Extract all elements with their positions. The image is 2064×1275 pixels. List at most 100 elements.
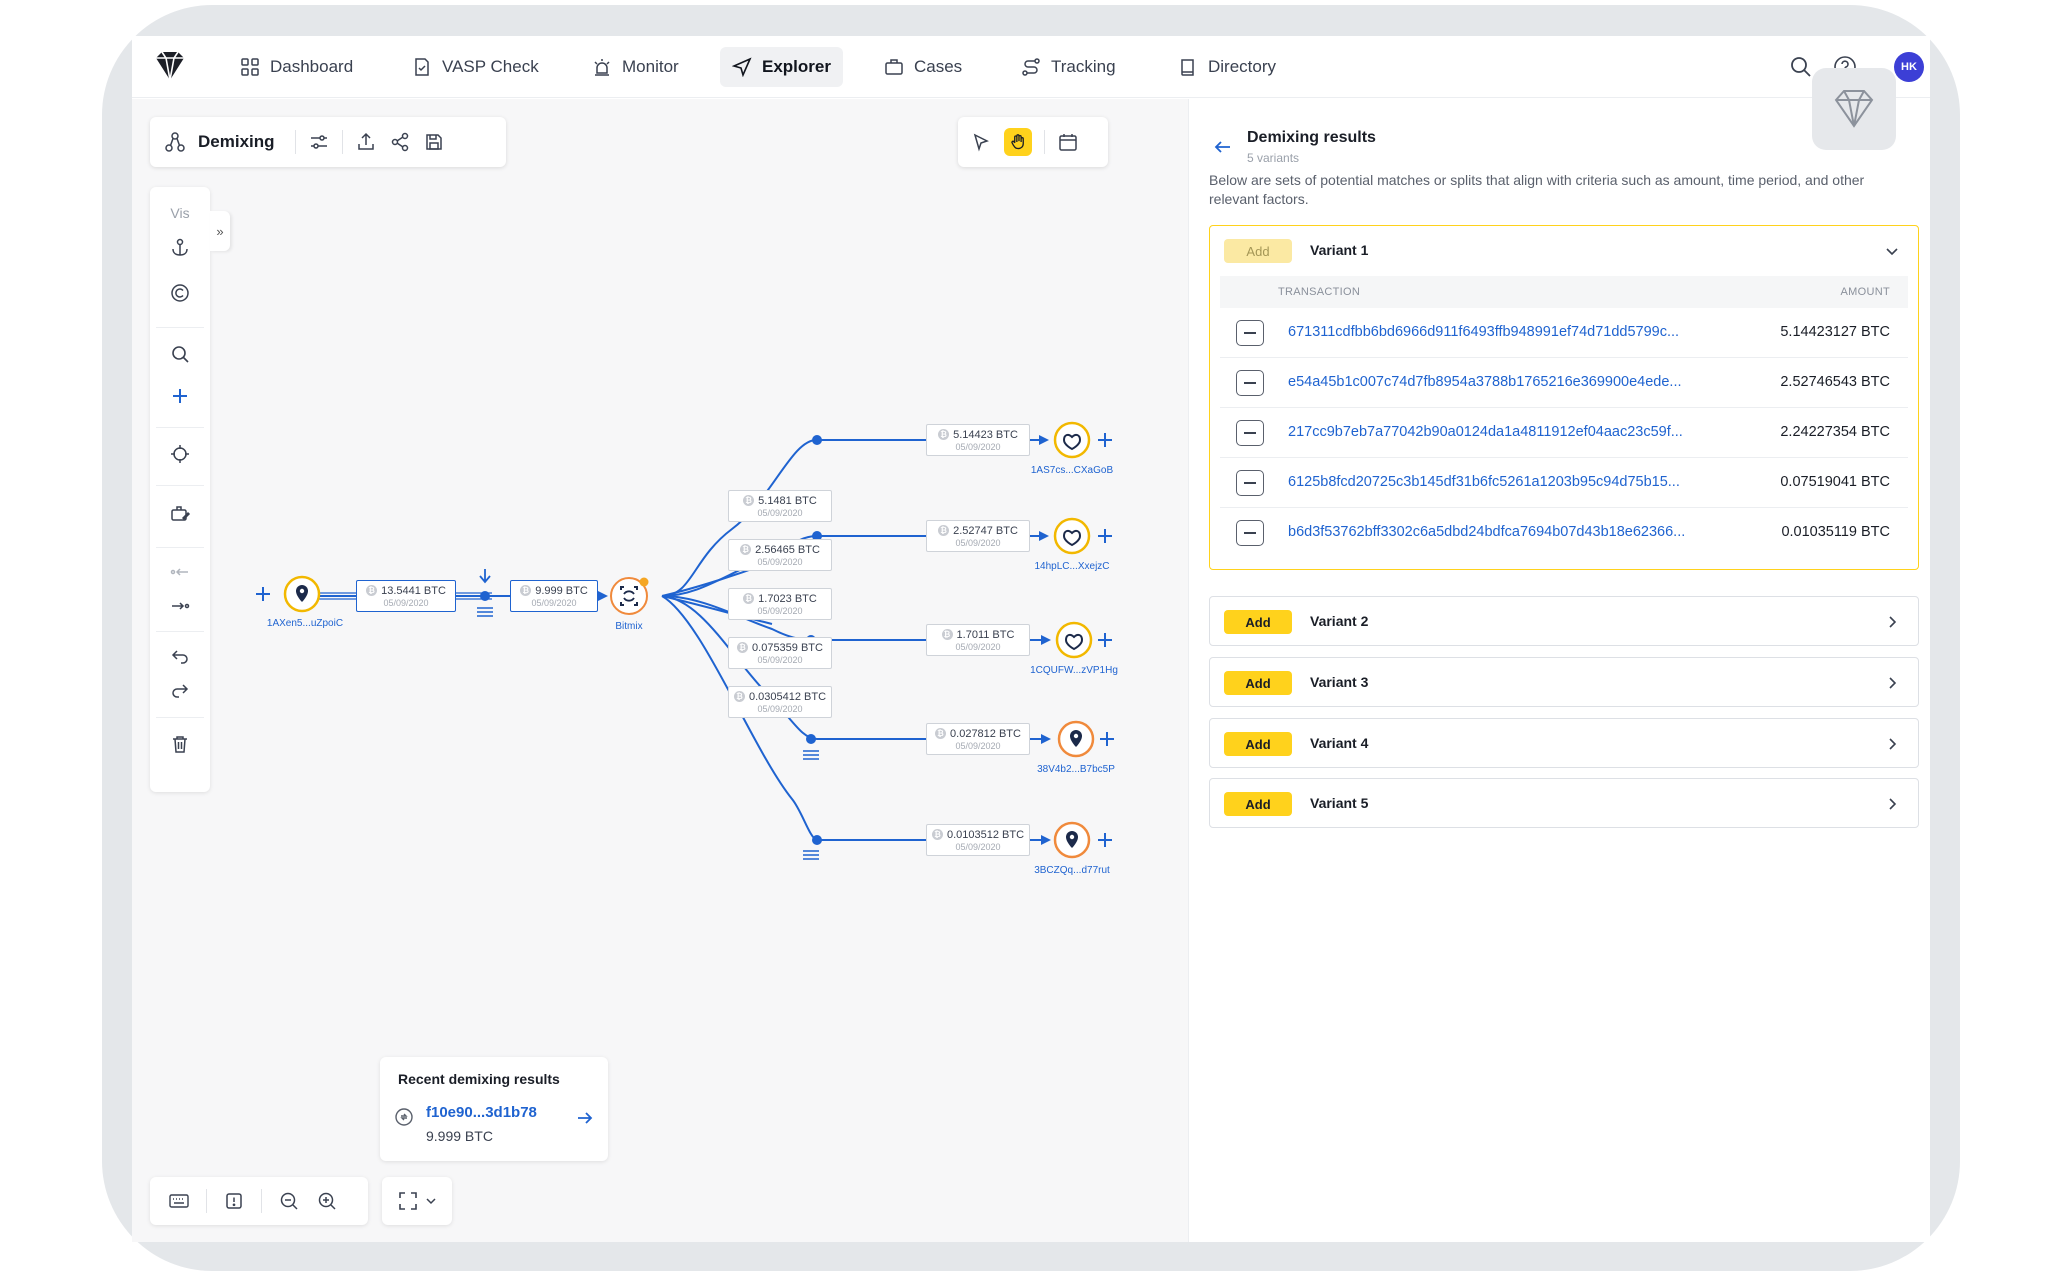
expand-panel-button[interactable]: » <box>210 211 230 251</box>
target-node-3[interactable] <box>1055 621 1093 659</box>
zoom-out-icon[interactable] <box>278 1190 300 1212</box>
add-variant-button[interactable]: Add <box>1224 732 1292 756</box>
save-icon[interactable] <box>423 131 445 153</box>
target-node-5[interactable] <box>1053 821 1091 859</box>
transaction-hash-link[interactable]: 217cc9b7eb7a77042b90a0124da1a4811912ef04… <box>1288 424 1683 440</box>
target-node-label[interactable]: 1CQUFW...zVP1Hg <box>1030 665 1118 676</box>
chevron-right-icon[interactable] <box>1882 612 1902 632</box>
zoom-in-icon[interactable] <box>316 1190 338 1212</box>
target-node-2[interactable] <box>1053 517 1091 555</box>
alert-icon[interactable] <box>223 1190 245 1212</box>
add-icon[interactable] <box>169 385 191 407</box>
edge-label[interactable]: ₿1.7023 BTC 05/09/2020 <box>728 588 832 620</box>
add-variant-button[interactable]: Add <box>1224 239 1292 263</box>
edge-label[interactable]: ₿1.7011 BTC 05/09/2020 <box>926 624 1030 656</box>
source-node[interactable] <box>283 575 321 613</box>
recent-hash-link[interactable]: f10e90...3d1b78 <box>426 1104 537 1121</box>
add-variant-button[interactable]: Add <box>1224 610 1292 634</box>
transaction-hash-link[interactable]: b6d3f53762bff3302c6a5dbd24bdfca7694b07d4… <box>1288 524 1686 540</box>
edge-amount: 0.0103512 BTC <box>946 828 1025 841</box>
add-variant-button[interactable]: Add <box>1224 671 1292 695</box>
edge-label[interactable]: ₿0.0305412 BTC 05/09/2020 <box>728 686 832 718</box>
nav-tracking[interactable]: Tracking <box>1009 47 1128 87</box>
nav-dashboard[interactable]: Dashboard <box>228 47 365 87</box>
app-screen: Dashboard VASP Check Monitor Explorer Ca… <box>132 36 1930 1242</box>
nav-vasp-check[interactable]: VASP Check <box>400 47 551 87</box>
variant-card-5[interactable]: Add Variant 5 <box>1209 778 1919 828</box>
case-edit-icon[interactable] <box>169 503 191 525</box>
nav-cases[interactable]: Cases <box>872 47 974 87</box>
target-node-label[interactable]: 38V4b2...B7bc5P <box>1037 764 1115 775</box>
variant-card-2[interactable]: Add Variant 2 <box>1209 596 1919 646</box>
edge-label[interactable]: ₿13.5441 BTC 05/09/2020 <box>356 580 456 612</box>
fit-view-dropdown[interactable] <box>382 1177 452 1225</box>
edge-label[interactable]: ₿2.56465 BTC 05/09/2020 <box>728 539 832 571</box>
nav-monitor[interactable]: Monitor <box>580 47 691 87</box>
edge-label[interactable]: ₿9.999 BTC 05/09/2020 <box>510 580 598 612</box>
source-node-label[interactable]: 1AXen5...uZpoiC <box>266 618 344 629</box>
edge-date: 05/09/2020 <box>955 442 1001 452</box>
calendar-icon[interactable] <box>1057 131 1079 153</box>
settings-sliders-icon[interactable] <box>308 131 330 153</box>
add-variant-button[interactable]: Add <box>1224 792 1292 816</box>
edge-label[interactable]: ₿0.027812 BTC 05/09/2020 <box>926 723 1030 755</box>
bitmix-node[interactable] <box>610 577 649 615</box>
target-node-label[interactable]: 14hpLC...XxejzC <box>1034 561 1110 572</box>
edge-label[interactable]: ₿0.0103512 BTC 05/09/2020 <box>926 824 1030 856</box>
variant-name: Variant 1 <box>1310 242 1369 258</box>
variant-card-4[interactable]: Add Variant 4 <box>1209 718 1919 768</box>
variant-name: Variant 2 <box>1310 613 1369 629</box>
brand-logo-icon[interactable] <box>150 50 190 84</box>
graph-canvas[interactable]: ₿13.5441 BTC 05/09/2020 ₿9.999 BTC 05/09… <box>132 99 1188 1242</box>
chevron-right-icon[interactable] <box>1882 734 1902 754</box>
bitcoin-icon: ₿ <box>520 585 532 596</box>
remove-transaction-button[interactable] <box>1236 320 1264 346</box>
target-node-label[interactable]: 3BCZQq...d77rut <box>1034 865 1110 876</box>
anchor-icon[interactable] <box>169 237 191 259</box>
divider <box>206 1189 207 1213</box>
target-node-label[interactable]: 1AS7cs...CXaGoB <box>1030 465 1114 476</box>
nav-explorer[interactable]: Explorer <box>720 47 843 87</box>
chevron-right-icon[interactable] <box>1882 673 1902 693</box>
transaction-hash-link[interactable]: e54a45b1c007c74d7fb8954a3788b1765216e369… <box>1288 374 1682 390</box>
crosshair-icon[interactable] <box>169 443 191 465</box>
nav-monitor-label: Monitor <box>622 57 679 76</box>
collapse-left-icon[interactable] <box>169 561 191 583</box>
nav-directory[interactable]: Directory <box>1166 47 1288 87</box>
arrow-right-icon[interactable] <box>576 1109 594 1127</box>
edge-label[interactable]: ₿2.52747 BTC 05/09/2020 <box>926 520 1030 552</box>
bitmix-node-label[interactable]: Bitmix <box>615 621 643 632</box>
remove-transaction-button[interactable] <box>1236 520 1264 546</box>
edge-label[interactable]: ₿5.14423 BTC 05/09/2020 <box>926 424 1030 456</box>
target-node-1[interactable] <box>1053 421 1091 459</box>
export-icon[interactable] <box>355 131 377 153</box>
target-node-4[interactable] <box>1057 720 1095 758</box>
panel-title: Demixing results <box>1247 129 1376 146</box>
hand-tool-button[interactable] <box>1004 128 1032 156</box>
edge-label[interactable]: ₿0.075359 BTC 05/09/2020 <box>728 637 832 669</box>
trash-icon[interactable] <box>169 733 191 755</box>
undo-icon[interactable] <box>169 645 191 667</box>
back-arrow-icon[interactable] <box>1213 137 1233 157</box>
search-icon[interactable] <box>1788 54 1814 80</box>
user-avatar[interactable]: HK <box>1894 52 1924 82</box>
expand-right-icon[interactable] <box>169 595 191 617</box>
share-icon[interactable] <box>389 131 411 153</box>
bitcoin-icon: ₿ <box>743 495 755 506</box>
copyright-icon[interactable] <box>169 282 191 304</box>
bitcoin-icon: ₿ <box>931 829 943 840</box>
zoom-search-icon[interactable] <box>169 343 191 365</box>
remove-transaction-button[interactable] <box>1236 420 1264 446</box>
transaction-hash-link[interactable]: 671311cdfbb6bd6966d911f6493ffb948991ef74… <box>1288 324 1680 340</box>
chevron-down-icon[interactable] <box>1882 241 1902 261</box>
keyboard-icon[interactable] <box>168 1190 190 1212</box>
remove-transaction-button[interactable] <box>1236 470 1264 496</box>
edge-label[interactable]: ₿5.1481 BTC 05/09/2020 <box>728 490 832 522</box>
variant-header[interactable]: Add Variant 1 <box>1210 226 1918 276</box>
remove-transaction-button[interactable] <box>1236 370 1264 396</box>
transaction-hash-link[interactable]: 6125b8fcd20725c3b145df31b6fc5261a1203b95… <box>1288 474 1680 490</box>
chevron-right-icon[interactable] <box>1882 794 1902 814</box>
pointer-icon[interactable] <box>970 131 992 153</box>
variant-card-3[interactable]: Add Variant 3 <box>1209 657 1919 707</box>
redo-icon[interactable] <box>169 679 191 701</box>
